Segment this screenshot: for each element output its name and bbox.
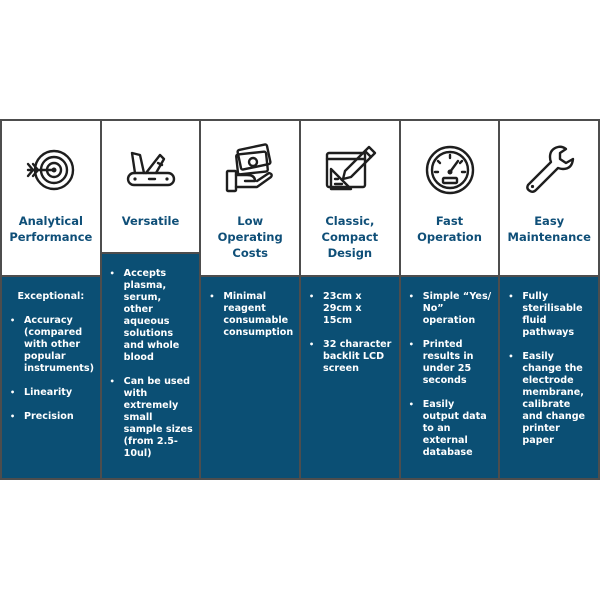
feature-bullet-list: 23cm x 29cm x 15cm 32 character backlit …	[307, 291, 393, 375]
feature-title: Low Operating Costs	[217, 214, 283, 260]
feature-bullet: Easily change the electrode membrane, ca…	[506, 351, 592, 447]
feature-header: Low Operating Costs	[201, 121, 300, 275]
speedometer-icon	[421, 141, 479, 199]
feature-details: Simple “Yes/ No” operation Printed resul…	[400, 277, 499, 478]
wrench-icon	[520, 141, 578, 199]
feature-header: Classic, Compact Design	[301, 121, 399, 275]
target-icon	[22, 141, 80, 199]
pocket-knife-icon	[122, 141, 180, 199]
design-tools-icon	[321, 141, 379, 199]
feature-bullet: Linearity	[8, 387, 94, 399]
feature-title: Easy Maintenance	[507, 214, 591, 244]
feature-bullet: Minimal reagent consumable consumption	[207, 291, 293, 339]
feature-bullet: Easily output data to an external databa…	[407, 399, 493, 459]
feature-bullet-list: Accepts plasma, serum, other aqueous sol…	[108, 268, 194, 460]
feature-column-versatile: Versatile Accepts plasma, serum, other a…	[101, 121, 200, 478]
feature-bullet-list: Fully sterilisable fluid pathways Easily…	[506, 291, 592, 447]
feature-bullet: Precision	[8, 411, 94, 423]
feature-bullet: Accuracy (compared with other popular in…	[8, 315, 94, 375]
feature-title: Versatile	[121, 214, 180, 228]
feature-bullet-list: Simple “Yes/ No” operation Printed resul…	[407, 291, 493, 459]
feature-header: Analytical Performance	[2, 121, 100, 275]
feature-column-analytical-performance: Analytical Performance Exceptional: Accu…	[2, 121, 100, 478]
money-hand-icon	[221, 141, 279, 199]
feature-lead: Exceptional:	[17, 291, 85, 302]
feature-title: Fast Operation	[417, 214, 482, 244]
feature-bullet: Printed results in under 25 seconds	[407, 339, 493, 387]
feature-details: Minimal reagent consumable consumption	[201, 277, 300, 478]
feature-header: Easy Maintenance	[500, 121, 599, 275]
feature-bullet: Accepts plasma, serum, other aqueous sol…	[108, 268, 194, 364]
feature-details: Accepts plasma, serum, other aqueous sol…	[101, 254, 200, 478]
feature-header: Versatile	[101, 121, 200, 252]
feature-bullet: Simple “Yes/ No” operation	[407, 291, 493, 327]
feature-column-low-operating-costs: Low Operating Costs Minimal reagent cons…	[201, 121, 300, 478]
feature-bullet: Can be used with extremely small sample …	[108, 376, 194, 460]
feature-bullet-list: Accuracy (compared with other popular in…	[8, 315, 94, 423]
feature-bullet-list: Minimal reagent consumable consumption	[207, 291, 293, 339]
features-table: Analytical Performance Exceptional: Accu…	[0, 119, 600, 480]
feature-title: Analytical Performance	[9, 214, 93, 244]
feature-column-fast-operation: Fast Operation Simple “Yes/ No” operatio…	[400, 121, 499, 478]
feature-column-easy-maintenance: Easy Maintenance Fully sterilisable flui…	[500, 121, 599, 478]
feature-details: 23cm x 29cm x 15cm 32 character backlit …	[301, 277, 399, 478]
feature-bullet: 23cm x 29cm x 15cm	[307, 291, 393, 327]
feature-bullet: 32 character backlit LCD screen	[307, 339, 393, 375]
feature-header: Fast Operation	[400, 121, 499, 275]
feature-bullet: Fully sterilisable fluid pathways	[506, 291, 592, 339]
feature-column-compact-design: Classic, Compact Design 23cm x 29cm x 15…	[301, 121, 399, 478]
feature-details: Exceptional: Accuracy (compared with oth…	[2, 277, 100, 478]
feature-title: Classic, Compact Design	[321, 214, 379, 260]
feature-details: Fully sterilisable fluid pathways Easily…	[500, 277, 599, 478]
